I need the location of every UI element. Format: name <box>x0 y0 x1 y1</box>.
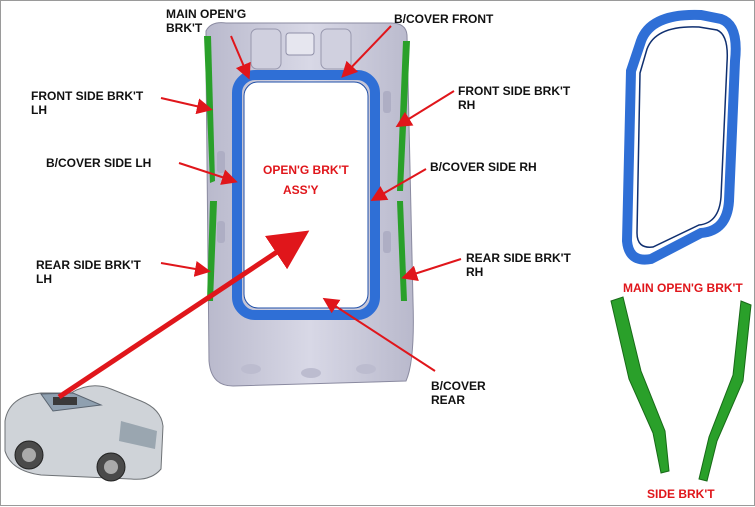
side-bracket-right-3d <box>698 300 752 482</box>
label-front-side-brkt-lh: FRONT SIDE BRK'T LH <box>31 89 144 117</box>
arrow-bcover-front <box>341 25 392 78</box>
roof-side-slot-right-1 <box>383 91 391 113</box>
arrow-rear-side-lh <box>160 261 211 277</box>
arrow-front-side-lh <box>160 97 213 115</box>
label-front-side-brkt-rh: FRONT SIDE BRK'T RH <box>458 84 571 112</box>
label-side-brkt: SIDE BRK'T <box>647 487 715 501</box>
arrow-front-side-rh <box>395 90 455 128</box>
roof-side-slot-right-2 <box>383 231 391 253</box>
roof-rear-dimple-3 <box>356 364 376 374</box>
arrow-bcover-side-lh <box>178 162 238 185</box>
arrow-bcover-side-rh <box>370 168 427 201</box>
arrow-rear-side-rh <box>401 258 462 281</box>
label-main-openg-brkt-right: MAIN OPEN'G BRK'T <box>623 281 743 295</box>
side-bracket-left-3d <box>610 296 670 474</box>
label-rear-side-brkt-rh: REAR SIDE BRK'T RH <box>466 251 571 279</box>
label-rear-side-brkt-lh: REAR SIDE BRK'T LH <box>36 258 141 286</box>
arrow-bcover-rear <box>322 297 436 372</box>
roof-rear-dimple-1 <box>241 364 261 374</box>
arrow-main-openg <box>230 35 251 80</box>
roof-side-slot-left-1 <box>217 151 225 173</box>
label-bcover-front: B/COVER FRONT <box>394 12 494 26</box>
main-opening-bracket-3d-inner <box>636 26 729 248</box>
label-openg-brkt-assy-line2: ASS'Y <box>283 183 319 197</box>
roof-side-slot-left-2 <box>217 221 225 243</box>
car-illustration <box>4 385 164 482</box>
roof-front-notch <box>285 32 315 56</box>
roof-front-recess-left <box>250 28 282 70</box>
label-main-openg-brkt: MAIN OPEN'G BRK'T <box>166 7 247 35</box>
main-opening-bracket-3d <box>621 9 741 265</box>
roof-front-recess-right <box>320 28 352 70</box>
label-bcover-rear: B/COVER REAR <box>431 379 486 407</box>
arrow-car-to-roof <box>57 230 310 400</box>
label-bcover-side-lh: B/COVER SIDE LH <box>46 156 152 170</box>
roof-rear-dimple-2 <box>301 368 321 378</box>
label-bcover-side-rh: B/COVER SIDE RH <box>430 160 537 174</box>
label-openg-brkt-assy-line1: OPEN'G BRK'T <box>263 163 349 177</box>
